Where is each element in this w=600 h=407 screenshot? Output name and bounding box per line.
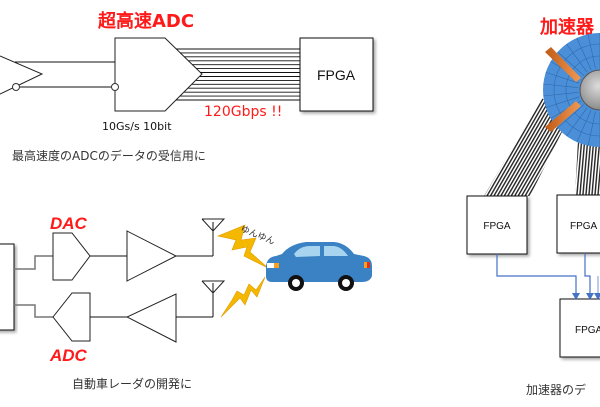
ring-segment [557, 51, 584, 76]
adc-panel-title: 超高速ADC [98, 10, 194, 32]
data-flow-arrows [496, 253, 599, 294]
lightning-bolt-icon [220, 276, 266, 318]
ring-segment [576, 37, 592, 71]
dac-input-wire [14, 255, 53, 270]
cable-bundle-left [484, 98, 568, 196]
ring-segment [587, 111, 596, 146]
accelerator-injector [545, 47, 581, 82]
ring-band [553, 43, 600, 137]
adc-panel-caption: 最高速度のADCのデータの受信用に [12, 148, 206, 163]
dac-label: DAC [50, 214, 88, 233]
accelerator-fpga-bottom: FPGA [559, 298, 600, 358]
ring-segment [543, 92, 579, 97]
fpga-bottom-label: FPGA [575, 325, 600, 336]
radar-adc-label: ADC [49, 346, 88, 365]
fpga-right-label: FPGA [570, 221, 598, 232]
accelerator-fpga-left: FPGA [466, 195, 528, 255]
parallel-data-bus [176, 48, 300, 101]
ring-segment [566, 107, 588, 137]
ring-segment [576, 109, 592, 143]
throughput-label: 120Gbps !! [204, 104, 282, 120]
radar-panel: DAC ADC ゆんゆん 自動車レーダの開発に [0, 214, 372, 391]
ring-segment [557, 104, 584, 129]
fpga-left-label: FPGA [483, 221, 511, 232]
accelerator-injector [545, 101, 581, 132]
accelerator-ring-icon [543, 33, 600, 147]
adc-fpga-label: FPGA [317, 67, 356, 83]
accelerator-panel: 加速器 FPGA FPGA FPGA [466, 16, 600, 397]
radar-adc-block [52, 292, 91, 342]
adc-panel: 超高速ADC 10Gs/s 10bit 120Gbps !! FPGA 最高速度… [0, 10, 374, 163]
ring-band [565, 55, 600, 125]
rx-antenna-icon [201, 280, 226, 294]
adc-spec-label: 10Gs/s 10bit [102, 120, 172, 133]
adc-output-wire [14, 304, 53, 318]
car-icon [266, 242, 372, 291]
arrow-head-icon [572, 293, 580, 300]
adc-fpga-box: FPGA [299, 37, 374, 112]
ring-segment [545, 72, 580, 84]
radar-fpga-box [0, 243, 15, 331]
input-buffer-symbol [0, 55, 115, 95]
rx-amplifier [125, 293, 177, 343]
arrow-head-icon [586, 293, 594, 300]
adc-block [111, 37, 203, 112]
accelerator-caption: 加速器のデ [526, 382, 586, 397]
tx-amplifier [126, 230, 178, 282]
dac-block [52, 232, 91, 281]
ring-segment [566, 43, 588, 73]
ring-segment [543, 83, 579, 88]
tx-antenna-icon [201, 218, 226, 232]
accelerator-title: 加速器 [539, 16, 595, 38]
ring-segment [587, 34, 596, 69]
cable-bundle-right [575, 140, 600, 196]
radar-panel-caption: 自動車レーダの開発に [72, 376, 192, 391]
arrow-head-icon [594, 293, 600, 300]
ring-segment [545, 96, 580, 108]
accelerator-fpga-right: FPGA [556, 194, 600, 254]
